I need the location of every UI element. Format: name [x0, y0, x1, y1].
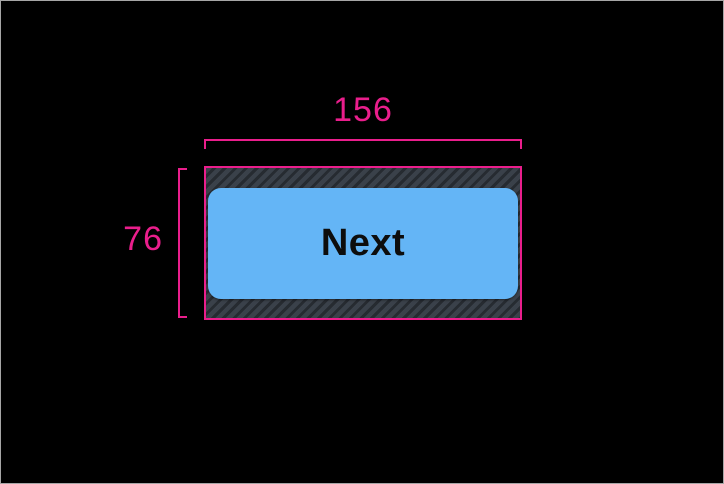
width-measurement-label: 156 — [333, 91, 393, 129]
next-button-label: Next — [320, 222, 406, 264]
next-button[interactable]: Next — [208, 188, 518, 299]
height-measurement-bracket — [178, 168, 187, 318]
height-measurement-label: 76 — [123, 220, 163, 258]
width-measurement-bracket — [204, 139, 522, 149]
